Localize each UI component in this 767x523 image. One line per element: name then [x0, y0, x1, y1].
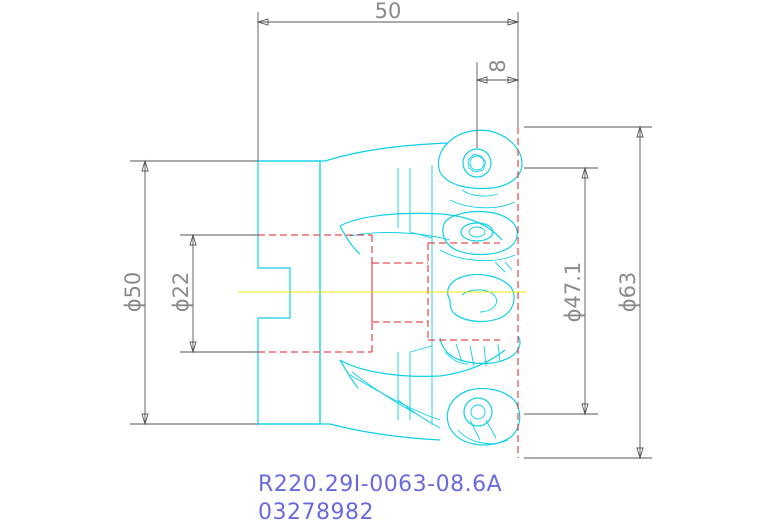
dim-inner-diameter-label: ϕ47.1 [561, 262, 585, 323]
insert-center [439, 273, 521, 367]
dim-bore-diameter-label: ϕ22 [169, 272, 193, 313]
part-code: R220.29I-0063-08.6A [258, 472, 502, 497]
dim-length-label: 50 [375, 0, 402, 23]
dim-step-label: 8 [486, 59, 510, 72]
dimension-lines [130, 12, 652, 460]
insert-bottom [446, 387, 521, 446]
insert-top [437, 129, 523, 209]
cutter-body-outline [257, 142, 506, 441]
insert-upper-middle [439, 210, 518, 273]
dim-shank-diameter-label: ϕ50 [121, 272, 145, 313]
dim-cutting-diameter-label: ϕ63 [616, 272, 640, 313]
part-number: 03278982 [258, 500, 374, 523]
